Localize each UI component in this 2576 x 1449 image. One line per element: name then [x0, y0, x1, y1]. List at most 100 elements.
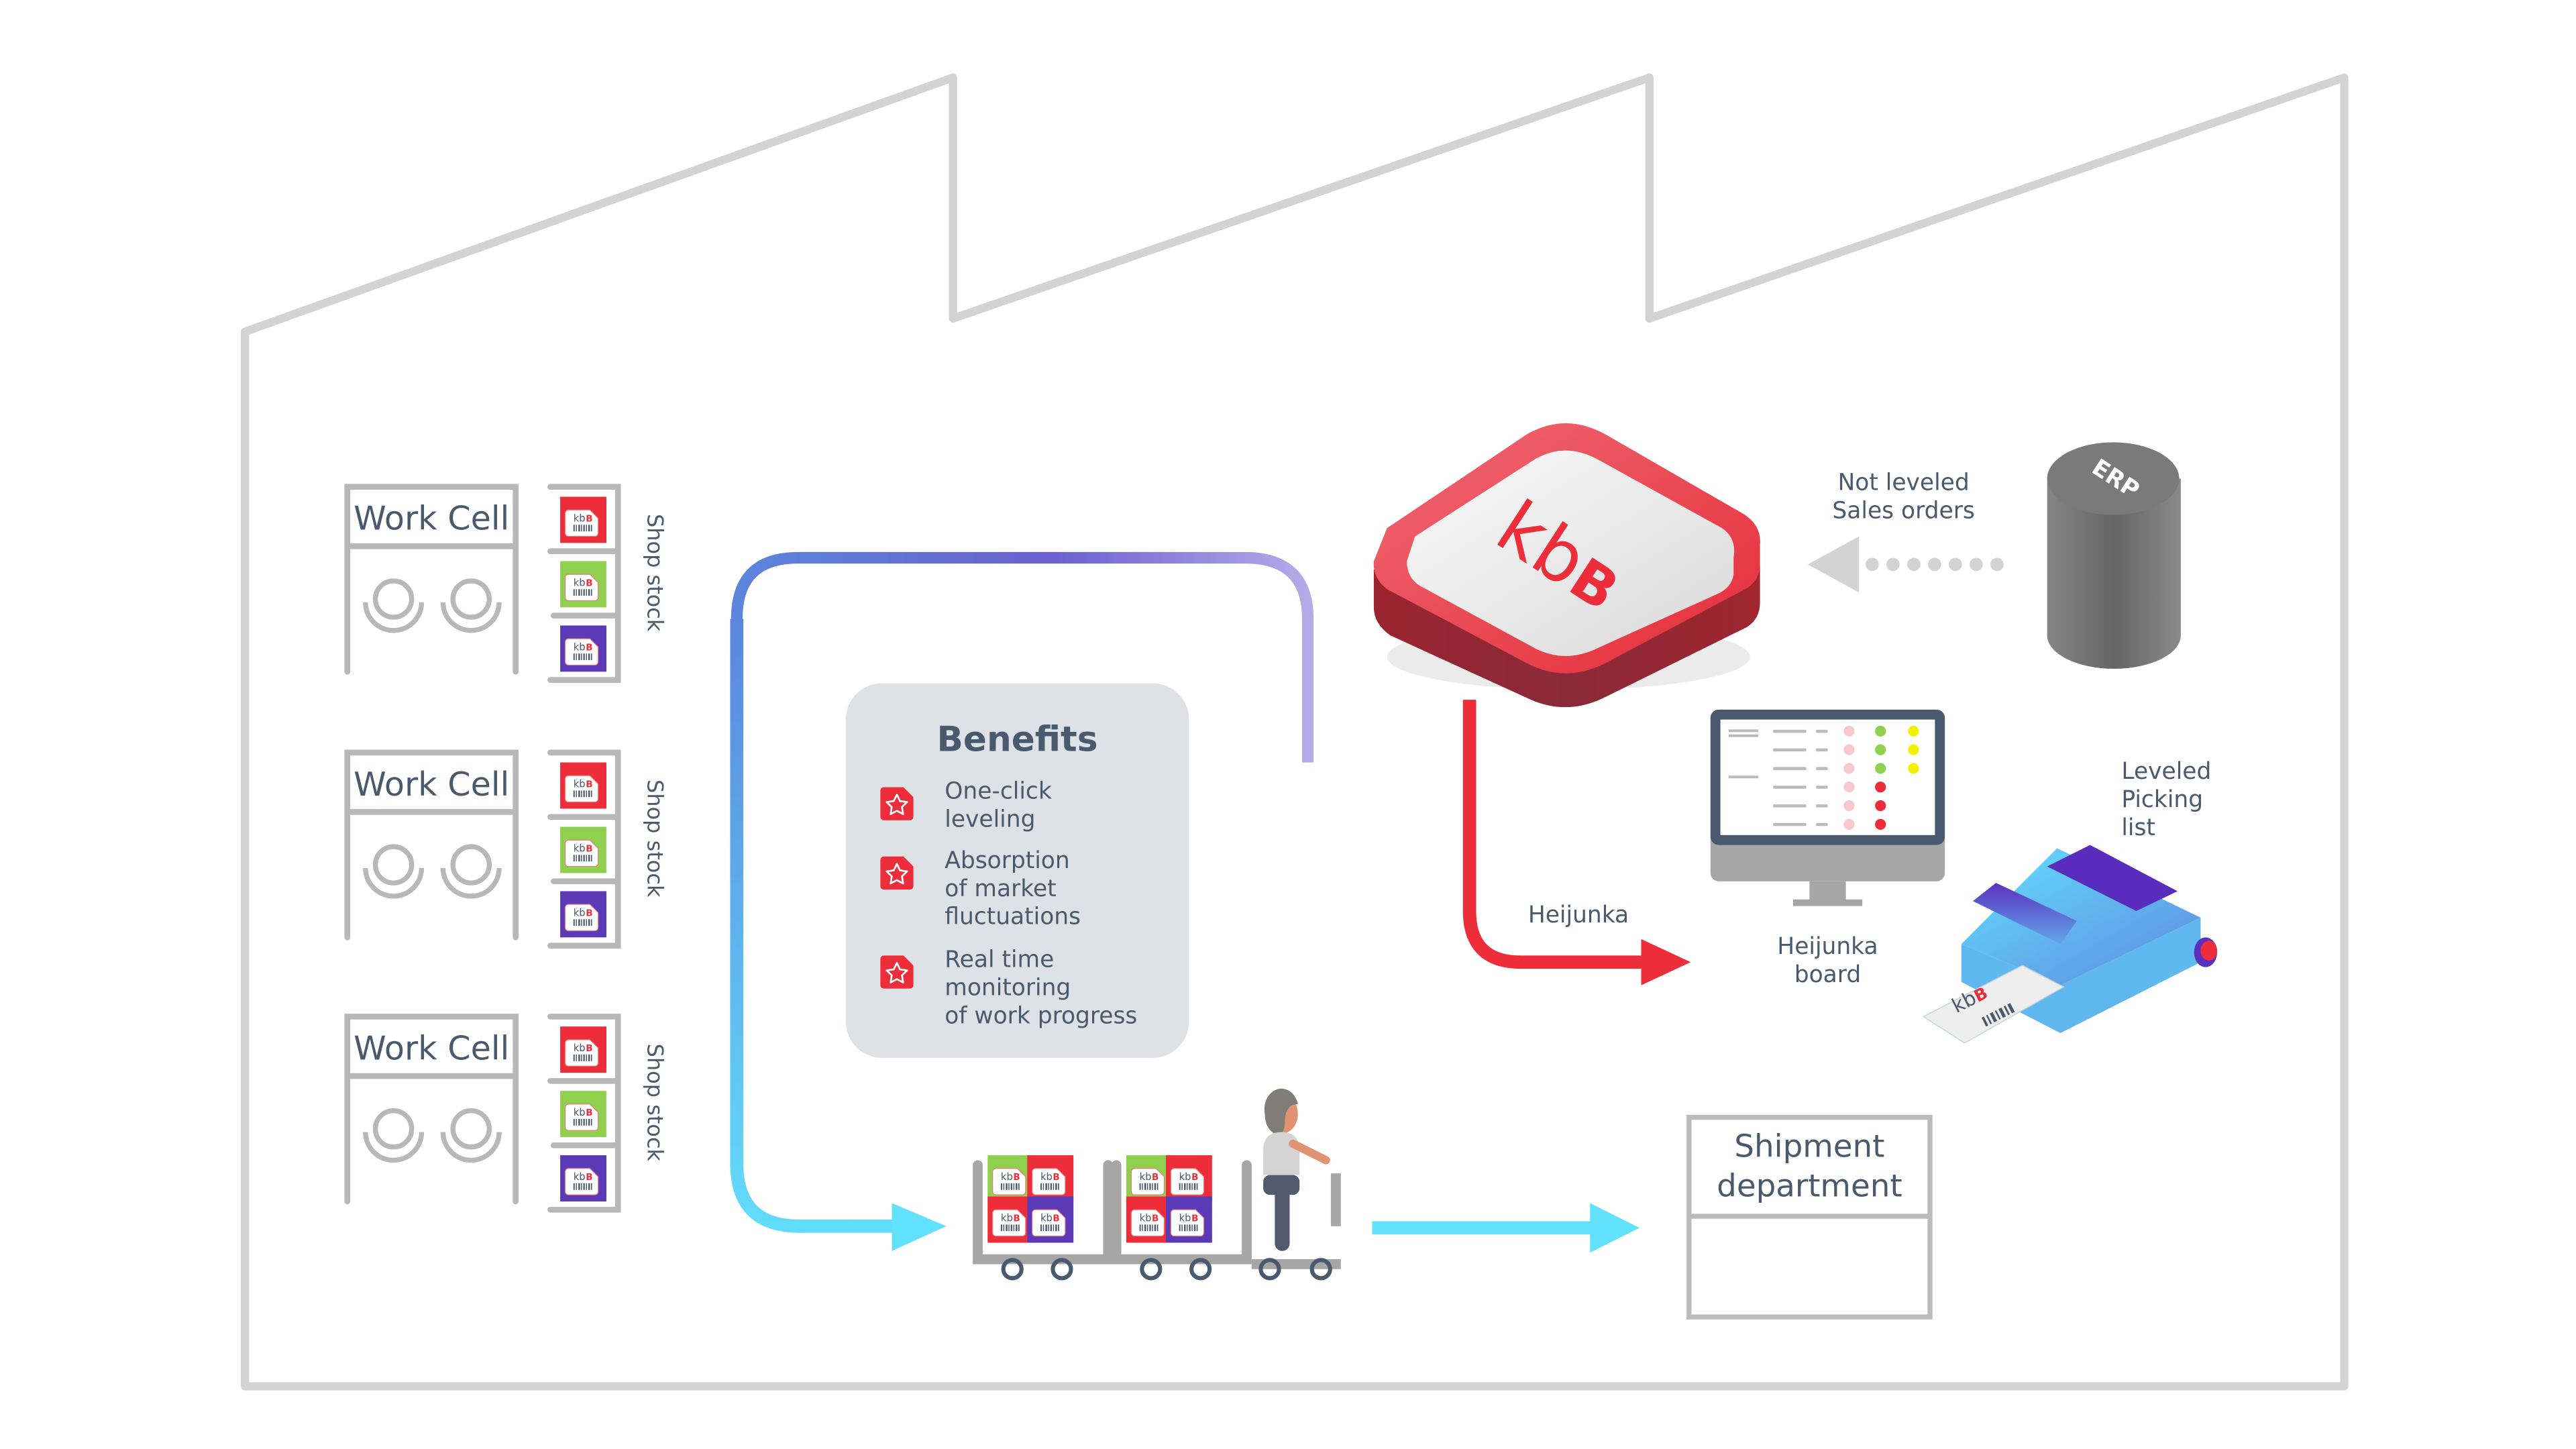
status-dot — [1875, 763, 1886, 774]
cart-wheel — [1189, 1258, 1212, 1281]
work-cell: Work Cell Shop stock — [344, 484, 667, 683]
status-dot — [1908, 763, 1919, 774]
work-cell-label: Work Cell — [354, 499, 509, 538]
sales-orders-arrowhead — [1807, 536, 1860, 593]
machine-icon — [363, 578, 425, 633]
kanban-card-green — [1125, 1154, 1174, 1203]
dot — [1886, 557, 1900, 572]
shipment-flow-arrowhead — [1590, 1203, 1640, 1253]
kanban-card-green — [559, 1089, 608, 1138]
benefit-text-line: Real time — [945, 947, 1054, 973]
kanban-card-purple — [559, 625, 608, 673]
heijunka-arrowhead — [1641, 938, 1691, 985]
kbb-logo-tile: kbB — [1373, 423, 1760, 708]
status-dot — [1875, 800, 1886, 812]
kanban-card-red — [559, 1025, 608, 1074]
flow-loop-left — [730, 619, 900, 1233]
sales-orders-line1: Not leveled — [1838, 470, 1970, 496]
kanban-card-green — [987, 1154, 1035, 1203]
shipment-line2: department — [1717, 1169, 1902, 1205]
status-dot — [1875, 725, 1886, 737]
machine-icon — [440, 844, 502, 899]
heijunka-arrow-label: Heijunka — [1528, 902, 1629, 928]
work-cell-label: Work Cell — [354, 765, 509, 804]
status-dot — [1908, 744, 1919, 755]
kanban-card-purple — [559, 890, 608, 938]
benefit-text-line: leveling — [945, 806, 1035, 833]
status-dot — [1843, 818, 1855, 830]
cart-wheel — [1051, 1258, 1073, 1281]
kanban-card-red — [1125, 1195, 1174, 1244]
shop-stock-label: Shop stock — [642, 780, 667, 898]
star-icon — [879, 855, 914, 891]
picking-list-printer: kbB — [1922, 845, 2218, 1044]
status-dot — [1843, 782, 1855, 793]
flow-loop-top — [731, 551, 1314, 763]
kanban-card-red — [559, 496, 608, 544]
heijunka-board-monitor — [1710, 709, 1945, 906]
shop-stock-shelf — [547, 1014, 621, 1213]
dot — [1928, 557, 1941, 572]
flow-arrowhead-to-carts — [892, 1203, 947, 1251]
status-dot — [1843, 725, 1855, 737]
kanban-cart — [973, 1154, 1114, 1281]
status-dot — [1875, 782, 1886, 793]
work-cell: Work Cell Shop stock — [344, 1014, 667, 1213]
benefits-title: Benefits — [937, 719, 1098, 759]
kanban-card-red — [1165, 1154, 1214, 1203]
shipment-flow-line — [1372, 1221, 1595, 1235]
sales-orders-line2: Sales orders — [1832, 497, 1974, 524]
machine-icon — [440, 1108, 502, 1163]
star-icon — [879, 955, 914, 989]
kanban-card-purple — [559, 1154, 608, 1203]
benefit-text-line: One-click — [945, 778, 1052, 805]
kanban-card-green — [559, 826, 608, 874]
cart-wheel — [1001, 1258, 1024, 1281]
worker-with-cart — [1251, 1088, 1341, 1281]
dotted-arrow-line — [1866, 557, 2004, 572]
benefit-text-line: of market — [945, 875, 1056, 902]
kanban-card-purple — [1026, 1195, 1075, 1244]
kanban-card-red — [559, 761, 608, 810]
status-dot — [1908, 725, 1919, 737]
dot — [1970, 557, 1983, 572]
shop-stock-shelf — [547, 749, 621, 949]
picking-list-line1: Leveled — [2121, 758, 2211, 785]
kanban-card-purple — [1165, 1195, 1214, 1244]
kanban-card-red — [987, 1195, 1035, 1244]
benefit-text-line: of work progress — [945, 1002, 1137, 1029]
erp-database-icon: ERP — [2047, 442, 2181, 669]
dot — [1949, 557, 1962, 572]
status-dot — [1875, 744, 1886, 755]
status-dot — [1843, 744, 1855, 755]
shop-stock-label: Shop stock — [642, 514, 667, 632]
machine-icon — [363, 844, 425, 899]
shop-stock-shelf — [547, 484, 621, 683]
benefit-text-line: monitoring — [945, 974, 1071, 1001]
status-dot — [1843, 800, 1855, 812]
shipment-line1: Shipment — [1734, 1129, 1884, 1165]
machine-icon — [363, 1108, 425, 1163]
work-cell-label: Work Cell — [354, 1028, 509, 1067]
dot — [1907, 557, 1921, 572]
kanban-card-green — [559, 560, 608, 608]
benefit-text-line: Absorption — [945, 847, 1069, 874]
benefit-text-line: fluctuations — [945, 904, 1081, 930]
shop-stock-label: Shop stock — [642, 1044, 667, 1162]
heijunka-board-line2: board — [1794, 961, 1861, 988]
machine-icon — [440, 578, 502, 633]
picking-list-line3: list — [2121, 814, 2155, 841]
status-dot — [1875, 818, 1886, 830]
picking-list-line2: Picking — [2121, 786, 2203, 813]
factory-outline — [241, 73, 2349, 1391]
work-cell: Work Cell Shop stock — [344, 749, 667, 949]
star-icon — [879, 786, 914, 822]
heijunka-board-line1: Heijunka — [1777, 933, 1878, 960]
dot — [1866, 557, 1879, 572]
dot — [1990, 557, 2004, 572]
